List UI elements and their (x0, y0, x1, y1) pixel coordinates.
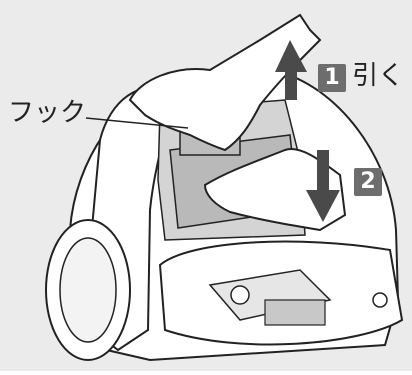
pull-label: 引く (352, 63, 404, 89)
tray-knob (231, 286, 249, 304)
tray-grid (265, 300, 325, 325)
wheel-hub (60, 238, 116, 342)
hook-label: フック (8, 100, 86, 126)
step-1-badge: 1 (318, 64, 346, 92)
tray-knob-right (373, 293, 387, 307)
step-2-badge: 2 (354, 168, 382, 196)
